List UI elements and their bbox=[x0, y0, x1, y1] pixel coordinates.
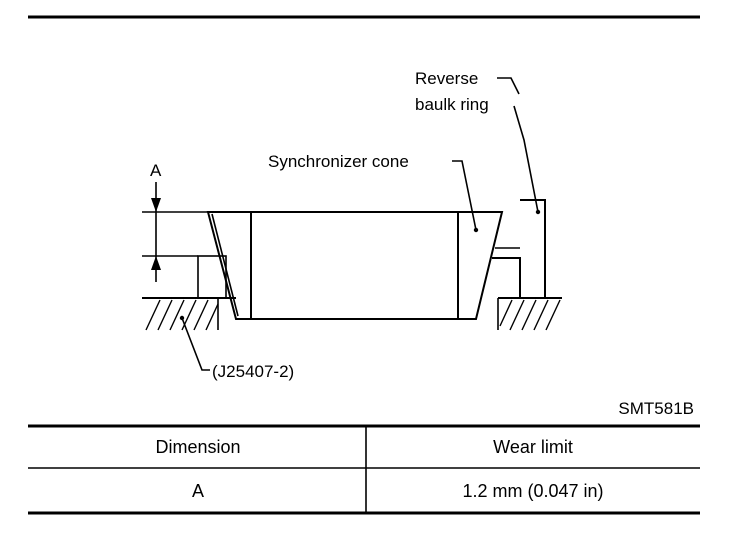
tool-number-label: (J25407-2) bbox=[212, 362, 294, 381]
table-cell-wear-limit: 1.2 mm (0.047 in) bbox=[462, 481, 603, 501]
synchronizer-cone-leader bbox=[452, 160, 477, 231]
table-cell-dimension: A bbox=[192, 481, 204, 501]
table-header-wear-limit: Wear limit bbox=[493, 437, 573, 457]
table-header-dimension: Dimension bbox=[155, 437, 240, 457]
dimension-arrow-down bbox=[151, 198, 161, 212]
dimension-arrow-up bbox=[151, 256, 161, 270]
tool-leader bbox=[181, 317, 210, 371]
dimension-a-label: A bbox=[150, 161, 162, 180]
wear-limit-table: Dimension Wear limit A 1.2 mm (0.047 in) bbox=[28, 424, 700, 515]
reverse-baulk-ring-label-line2: baulk ring bbox=[415, 95, 489, 114]
reverse-baulk-ring-label-line1: Reverse bbox=[415, 69, 478, 88]
synchronizer-cone-label: Synchronizer cone bbox=[268, 152, 409, 171]
right-fixture-hatching bbox=[499, 299, 561, 331]
cone-drawing bbox=[142, 77, 562, 371]
figure-code: SMT581B bbox=[618, 399, 694, 418]
reverse-baulk-ring-outline bbox=[492, 199, 546, 299]
left-fixture-hatching bbox=[145, 299, 219, 331]
reverse-baulk-ring-leader bbox=[497, 77, 539, 213]
synchronizer-cone-outline bbox=[206, 211, 504, 320]
